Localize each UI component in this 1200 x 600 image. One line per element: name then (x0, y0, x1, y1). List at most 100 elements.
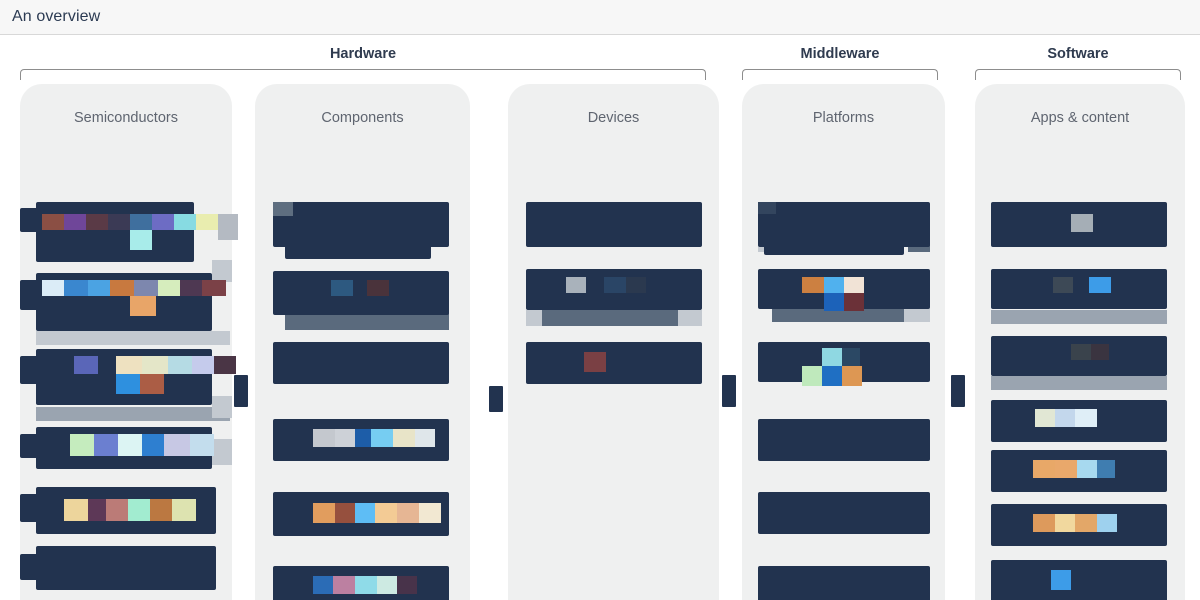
logo-tile[interactable] (822, 348, 842, 366)
logo-tile[interactable] (140, 374, 164, 394)
logo-tile[interactable] (313, 576, 333, 594)
logo-tile[interactable] (130, 214, 152, 230)
column-components[interactable]: Components (255, 84, 470, 600)
card-row[interactable] (758, 566, 930, 600)
logo-tile[interactable] (584, 352, 606, 372)
logo-tile[interactable] (88, 280, 110, 296)
logo-tile[interactable] (164, 434, 190, 456)
logo-tile[interactable] (1077, 460, 1097, 478)
logo-tile[interactable] (758, 202, 776, 214)
logo-tile[interactable] (273, 202, 293, 216)
card-row[interactable] (273, 342, 449, 384)
logo-tile[interactable] (1075, 409, 1097, 427)
logo-tile[interactable] (64, 280, 88, 296)
column-apps-content[interactable]: Apps & content (975, 84, 1185, 600)
logo-tile[interactable] (1055, 409, 1075, 427)
logo-tile[interactable] (202, 280, 226, 296)
logo-tile[interactable] (1053, 277, 1073, 293)
logo-tile[interactable] (172, 499, 196, 521)
logo-tile[interactable] (214, 356, 236, 374)
logo-tile[interactable] (566, 277, 586, 293)
logo-tile[interactable] (88, 499, 106, 521)
logo-tile[interactable] (130, 296, 156, 316)
logo-tile[interactable] (158, 280, 180, 296)
logo-tile[interactable] (1089, 277, 1111, 293)
logo-tile[interactable] (333, 576, 355, 594)
logo-tile[interactable] (190, 434, 214, 456)
logo-tile[interactable] (110, 280, 134, 296)
logo-tile[interactable] (196, 214, 218, 230)
card-row[interactable] (526, 202, 702, 247)
logo-tile[interactable] (842, 366, 862, 386)
logo-tile[interactable] (70, 434, 94, 456)
column-devices[interactable]: Devices (508, 84, 719, 600)
logo-tile[interactable] (824, 293, 844, 311)
logo-tile[interactable] (375, 503, 397, 523)
logo-tile[interactable] (844, 277, 864, 293)
logo-tile[interactable] (1097, 514, 1117, 532)
logo-tile[interactable] (802, 366, 822, 386)
logo-tile[interactable] (802, 277, 824, 293)
logo-tile[interactable] (1091, 344, 1109, 360)
logo-tile[interactable] (1055, 460, 1077, 478)
logo-tile[interactable] (142, 434, 164, 456)
card-row[interactable] (758, 419, 930, 461)
logo-tile[interactable] (313, 429, 335, 447)
logo-tile[interactable] (64, 214, 86, 230)
logo-tile[interactable] (335, 429, 355, 447)
logo-tile[interactable] (42, 280, 64, 296)
logo-tile[interactable] (626, 277, 646, 293)
logo-tile[interactable] (1097, 460, 1115, 478)
logo-tile[interactable] (106, 499, 128, 521)
card-row[interactable] (36, 546, 216, 590)
card-row[interactable] (991, 269, 1167, 309)
logo-tile[interactable] (415, 429, 435, 447)
card-row[interactable] (273, 202, 449, 247)
logo-tile[interactable] (1071, 344, 1091, 360)
logo-tile[interactable] (74, 356, 98, 374)
logo-tile[interactable] (313, 503, 335, 523)
logo-tile[interactable] (393, 429, 415, 447)
card-row[interactable] (758, 202, 930, 247)
logo-tile[interactable] (150, 499, 172, 521)
card-row[interactable] (526, 342, 702, 384)
card-row[interactable] (36, 202, 194, 262)
logo-tile[interactable] (419, 503, 441, 523)
logo-tile[interactable] (335, 503, 355, 523)
logo-tile[interactable] (822, 366, 842, 386)
logo-tile[interactable] (842, 348, 860, 366)
logo-tile[interactable] (1051, 570, 1071, 590)
card-row[interactable] (991, 560, 1167, 600)
logo-tile[interactable] (355, 429, 371, 447)
logo-tile[interactable] (168, 356, 192, 374)
logo-tile[interactable] (180, 280, 202, 296)
logo-tile[interactable] (355, 576, 377, 594)
logo-tile[interactable] (192, 356, 214, 374)
logo-tile[interactable] (1075, 514, 1097, 532)
logo-tile[interactable] (94, 434, 118, 456)
logo-tile[interactable] (1035, 409, 1055, 427)
logo-tile[interactable] (1055, 514, 1075, 532)
logo-tile[interactable] (824, 277, 844, 293)
logo-tile[interactable] (1033, 460, 1055, 478)
logo-tile[interactable] (1033, 514, 1055, 532)
logo-tile[interactable] (174, 214, 196, 230)
logo-tile[interactable] (844, 293, 864, 311)
logo-tile[interactable] (218, 214, 238, 240)
logo-tile[interactable] (397, 576, 417, 594)
logo-tile[interactable] (1071, 214, 1093, 232)
logo-tile[interactable] (371, 429, 393, 447)
logo-tile[interactable] (130, 230, 152, 250)
logo-tile[interactable] (377, 576, 397, 594)
logo-tile[interactable] (64, 499, 88, 521)
logo-tile[interactable] (128, 499, 150, 521)
card-row[interactable] (758, 492, 930, 534)
column-semiconductors[interactable]: Semiconductors (20, 84, 238, 600)
logo-tile[interactable] (355, 503, 375, 523)
card-row[interactable] (273, 271, 449, 315)
column-platforms[interactable]: Platforms (742, 84, 945, 600)
logo-tile[interactable] (397, 503, 419, 523)
logo-tile[interactable] (142, 356, 168, 374)
logo-tile[interactable] (108, 214, 130, 230)
logo-tile[interactable] (331, 280, 353, 296)
